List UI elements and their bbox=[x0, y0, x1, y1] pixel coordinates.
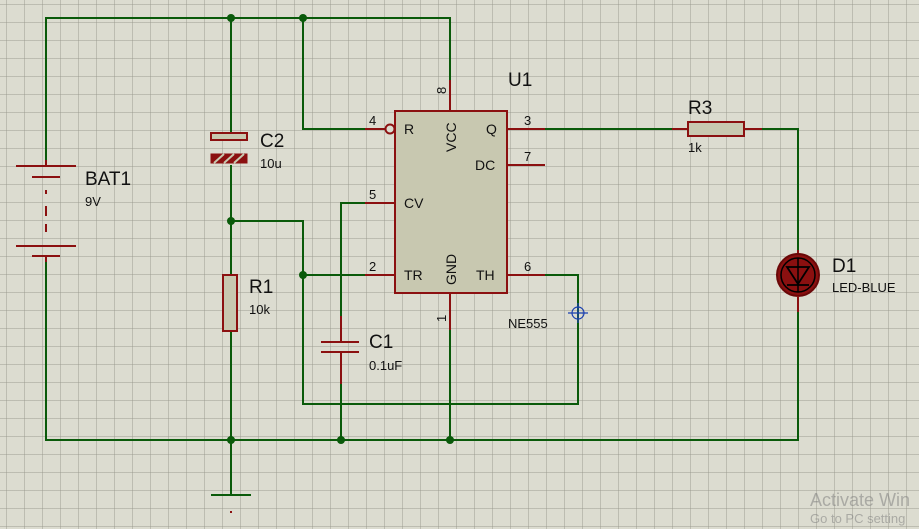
junction-dot bbox=[227, 217, 235, 225]
r3-ref: R3 bbox=[688, 98, 712, 119]
pin-num-th: 6 bbox=[524, 259, 531, 274]
junction-dot bbox=[227, 14, 235, 22]
pin-num-tr: 2 bbox=[369, 259, 376, 274]
watermark-line1: Activate Win bbox=[810, 490, 911, 510]
pin-name-th: TH bbox=[476, 267, 495, 283]
pin-num-vcc: 8 bbox=[434, 87, 449, 94]
pin-name-cv: CV bbox=[404, 195, 424, 211]
pin-name-q: Q bbox=[486, 121, 497, 137]
led-d1[interactable]: D1 LED-BLUE bbox=[776, 250, 896, 312]
pin-name-gnd: GND bbox=[443, 254, 459, 285]
watermark-line2: Go to PC setting bbox=[810, 511, 906, 526]
junctions bbox=[227, 14, 454, 444]
r3-value: 1k bbox=[688, 140, 702, 155]
pin-num-cv: 5 bbox=[369, 187, 376, 202]
u1-ref: U1 bbox=[508, 70, 532, 91]
resistor-r1[interactable]: R1 10k bbox=[222, 274, 273, 332]
c1-ref: C1 bbox=[369, 332, 393, 353]
ic-u1-ne555[interactable]: 4 5 2 3 7 6 8 1 R CV TR Q DC TH VCC GND … bbox=[365, 70, 548, 331]
capacitor-c2[interactable]: C2 10u bbox=[210, 131, 284, 171]
pin-num-r: 4 bbox=[369, 113, 376, 128]
junction-dot bbox=[299, 14, 307, 22]
junction-dot bbox=[227, 436, 235, 444]
bat1-ref: BAT1 bbox=[85, 169, 131, 190]
r1-value: 10k bbox=[249, 302, 270, 317]
wire-reset[interactable] bbox=[302, 18, 365, 130]
ground-icon[interactable] bbox=[211, 494, 251, 515]
activation-watermark: Activate Win Go to PC setting bbox=[810, 490, 910, 526]
wire-cv[interactable] bbox=[340, 202, 365, 316]
c2-ref: C2 bbox=[260, 131, 284, 152]
wire-bottom-rail[interactable] bbox=[45, 262, 799, 441]
junction-dot bbox=[299, 271, 307, 279]
resistor-r3[interactable]: R3 1k bbox=[672, 98, 762, 155]
pin-num-q: 3 bbox=[524, 113, 531, 128]
pin-name-tr: TR bbox=[404, 267, 423, 283]
pin-num-dc: 7 bbox=[524, 149, 531, 164]
crosshair-cursor-icon bbox=[568, 303, 588, 323]
junction-dot bbox=[446, 436, 454, 444]
c2-value: 10u bbox=[260, 156, 282, 171]
junction-dot bbox=[337, 436, 345, 444]
wire-trig-th[interactable] bbox=[231, 220, 579, 405]
wire-top-rail[interactable] bbox=[45, 17, 451, 160]
d1-value: LED-BLUE bbox=[832, 280, 896, 295]
c1-value: 0.1uF bbox=[369, 358, 402, 373]
wires bbox=[45, 17, 799, 495]
bat1-value: 9V bbox=[85, 194, 101, 209]
r1-ref: R1 bbox=[249, 277, 273, 298]
battery-bat1[interactable]: BAT1 9V bbox=[16, 160, 131, 262]
u1-part: NE555 bbox=[508, 316, 548, 331]
pin-name-vcc: VCC bbox=[443, 122, 459, 152]
pin-name-r: R bbox=[404, 121, 414, 137]
d1-ref: D1 bbox=[832, 256, 856, 277]
wire-r3-led[interactable] bbox=[762, 128, 799, 250]
capacitor-c1[interactable]: C1 0.1uF bbox=[321, 316, 402, 384]
pin-name-dc: DC bbox=[475, 157, 495, 173]
pin-num-gnd: 1 bbox=[434, 315, 449, 322]
